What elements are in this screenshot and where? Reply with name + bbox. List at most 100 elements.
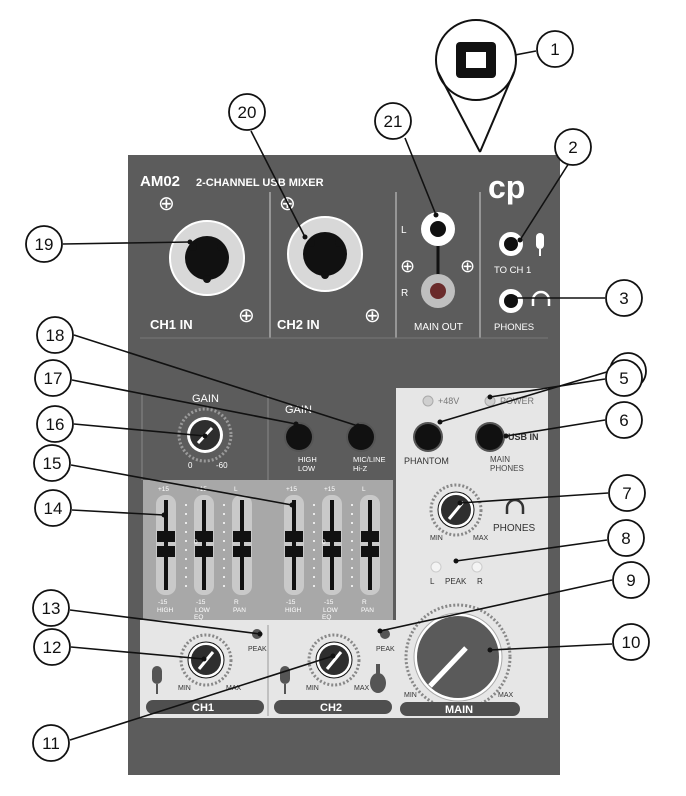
fader-bottom-label: R	[234, 599, 239, 606]
callout-circle	[32, 589, 70, 627]
callout-circle	[33, 444, 71, 482]
callout-leader-dot	[377, 628, 383, 634]
callout-circle	[536, 30, 574, 68]
fader-name-label: PAN	[361, 607, 374, 614]
scale-dot	[313, 549, 315, 551]
callout-circle	[554, 128, 592, 166]
fader-pan-ch1[interactable]	[232, 495, 252, 595]
scale-dot	[223, 513, 225, 515]
ch2-in-label: CH2 IN	[277, 317, 320, 332]
scale-dot	[185, 576, 187, 578]
fader-top-label: +15	[286, 486, 297, 493]
scale-dot	[351, 549, 353, 551]
phantom-led-label: +48V	[438, 396, 459, 406]
callout-group: 123456789101112131415161718192021	[25, 30, 650, 762]
callout-circle	[34, 359, 72, 397]
fader-name-label: PAN	[233, 607, 246, 614]
brand-logo: cp	[488, 169, 525, 205]
fader-name-label: LOW	[323, 607, 339, 614]
callout-circle	[607, 519, 645, 557]
callout-circle	[33, 628, 71, 666]
callout-number: 18	[46, 326, 65, 345]
ch1-combo-input[interactable]: ⊕ ⊕	[158, 193, 255, 327]
gain-max: -60	[216, 461, 228, 470]
peak-label: PEAK	[445, 577, 467, 586]
gain-min: 0	[188, 461, 193, 470]
callout-number: 1	[550, 40, 559, 59]
to-ch1-jack[interactable]	[499, 232, 544, 256]
fader-low-ch2[interactable]	[322, 495, 342, 595]
phantom-button-label: PHANTOM	[404, 456, 449, 466]
fader-name-label: HIGH	[285, 607, 302, 614]
callout-circle	[32, 724, 70, 762]
strip-knob-min: MIN	[306, 685, 319, 692]
callout-leader-dot	[257, 631, 263, 637]
usb-in-button[interactable]	[475, 422, 505, 452]
phones-jack[interactable]	[499, 289, 551, 313]
callout-circle	[228, 93, 266, 131]
scale-dot	[223, 549, 225, 551]
to-ch1-label: TO CH 1	[494, 265, 531, 276]
callout-leader-dot	[293, 421, 299, 427]
main-switch-label: MAIN	[490, 455, 510, 464]
strip-peak-label: PEAK	[248, 646, 267, 653]
phones-knob-label: PHONES	[493, 523, 536, 534]
callout-circle	[605, 401, 643, 439]
callout-number: 16	[46, 415, 65, 434]
scale-dot	[185, 522, 187, 524]
callout-leader-line	[71, 509, 165, 516]
callout-number: 21	[384, 112, 403, 131]
strip-group: MINMAXPEAKCH1MINMAXPEAKCH2	[146, 629, 395, 714]
strip-knob-min: MIN	[178, 685, 191, 692]
callout-number: 6	[619, 411, 628, 430]
fader-top-label: +15	[196, 486, 207, 493]
callout-number: 9	[626, 571, 635, 590]
callout-leader-line	[70, 646, 205, 660]
switch-high-label: HIGH	[298, 455, 317, 464]
model-subtitle: 2-CHANNEL USB MIXER	[196, 177, 324, 189]
model-name: AM02	[140, 173, 180, 190]
main-out-right-label: R	[401, 288, 408, 299]
callout-number: 20	[238, 103, 257, 122]
high-low-switch[interactable]	[284, 422, 314, 452]
scale-dot	[351, 531, 353, 533]
scale-dot	[223, 558, 225, 560]
scale-dot	[313, 585, 315, 587]
scale-dot	[351, 558, 353, 560]
callout-circle	[608, 474, 646, 512]
callout-number: 12	[43, 638, 62, 657]
fader-high-ch2[interactable]	[284, 495, 304, 595]
microphone-icon	[152, 666, 162, 694]
callout-leader-dot	[302, 234, 308, 240]
main-out-jacks[interactable]: ⊕ ⊕	[400, 212, 475, 308]
callout-leader-line	[62, 241, 191, 245]
scale-dot	[185, 540, 187, 542]
scale-dot	[185, 567, 187, 569]
callout-leader-dot	[355, 423, 361, 429]
callout-number: 5	[619, 369, 628, 388]
phantom-button[interactable]	[413, 422, 443, 452]
callout-number: 8	[621, 529, 630, 548]
fader-pan-ch2[interactable]	[360, 495, 380, 595]
fader-top-label: L	[234, 486, 238, 493]
callout-leader-line	[69, 655, 334, 741]
guitar-icon	[370, 664, 386, 693]
fader-top-label: L	[362, 486, 366, 493]
main-volume-knob[interactable]	[404, 603, 512, 711]
scale-dot	[351, 513, 353, 515]
volume-knob-ch2[interactable]	[307, 633, 361, 687]
mic-hiz-switch[interactable]	[346, 422, 376, 452]
scale-dot	[223, 504, 225, 506]
callout-circle	[34, 489, 72, 527]
scale-dot	[223, 522, 225, 524]
callout-number: 11	[42, 734, 60, 753]
zoom-line	[479, 71, 515, 153]
fader-low-ch1[interactable]	[194, 495, 214, 595]
fader-high-ch1[interactable]	[156, 495, 176, 595]
scale-dot	[313, 540, 315, 542]
callout-leader-dot	[457, 500, 463, 506]
callout-circle	[612, 561, 650, 599]
switch-low-label: LOW	[298, 464, 316, 473]
scale-dot	[223, 576, 225, 578]
callout-leader-line	[489, 378, 606, 398]
